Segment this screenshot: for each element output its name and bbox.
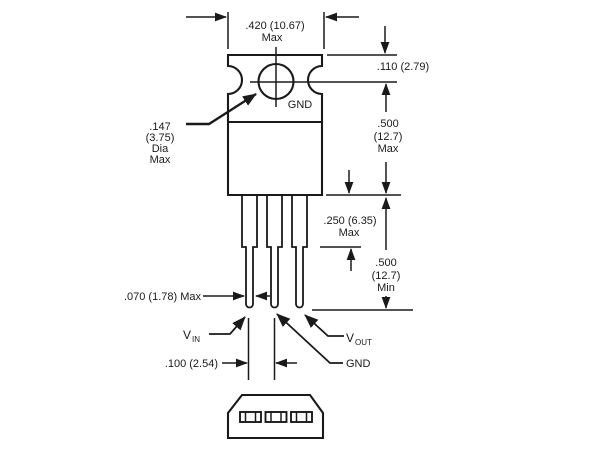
lead-2	[266, 195, 283, 309]
dim-hole-dia-l4: Max	[150, 154, 171, 166]
tab-gnd-label: GND	[288, 99, 313, 111]
dim-lead-length-l3: Min	[377, 282, 395, 294]
gnd-pin-label: GND	[346, 358, 371, 370]
hole-dia-leader-arrow	[186, 92, 257, 126]
dim-body-height-l1: .500	[377, 118, 398, 130]
dim-body-height-l2: (12.7)	[374, 131, 403, 143]
bottom-view-pin-2	[264, 411, 288, 423]
lead-1	[241, 195, 258, 309]
gnd-leader-arrow	[276, 313, 343, 364]
package-front-outline	[226, 53, 324, 197]
vout-label: V	[346, 331, 354, 345]
lead-3	[291, 195, 308, 309]
dim-body-height-l3: Max	[378, 143, 399, 155]
dim-hole-offset-value: .110 (2.79)	[377, 61, 429, 73]
bottom-view-pin-1	[239, 411, 262, 423]
dim-lead-length-l2: (12.7)	[372, 270, 401, 282]
dim-hole-dia-l1: .147	[149, 121, 170, 133]
vout-label-subscript: OUT	[355, 338, 372, 347]
dim-hole-dia-l3: Dia	[152, 143, 169, 155]
dim-tab-width-qualifier: Max	[262, 32, 283, 44]
dim-lead-length-l1: .500	[375, 257, 396, 269]
dim-shoulder-value: .250 (6.35)	[323, 215, 376, 227]
dim-lead-spacing-value: .100 (2.54)	[165, 358, 218, 370]
vin-leader-arrow	[209, 316, 246, 335]
bottom-view-pin-3	[290, 411, 313, 423]
vin-label: V	[183, 328, 191, 342]
vout-leader-arrow	[304, 314, 344, 337]
dim-hole-dia-l2: (3.75)	[146, 132, 175, 144]
dim-tab-width-value: .420 (10.67)	[245, 20, 304, 32]
vin-label-subscript: IN	[192, 335, 200, 344]
bottom-view-outline	[226, 393, 325, 440]
dim-shoulder-qualifier: Max	[339, 227, 360, 239]
dim-lead-width-value: .070 (1.78) Max	[124, 291, 202, 303]
